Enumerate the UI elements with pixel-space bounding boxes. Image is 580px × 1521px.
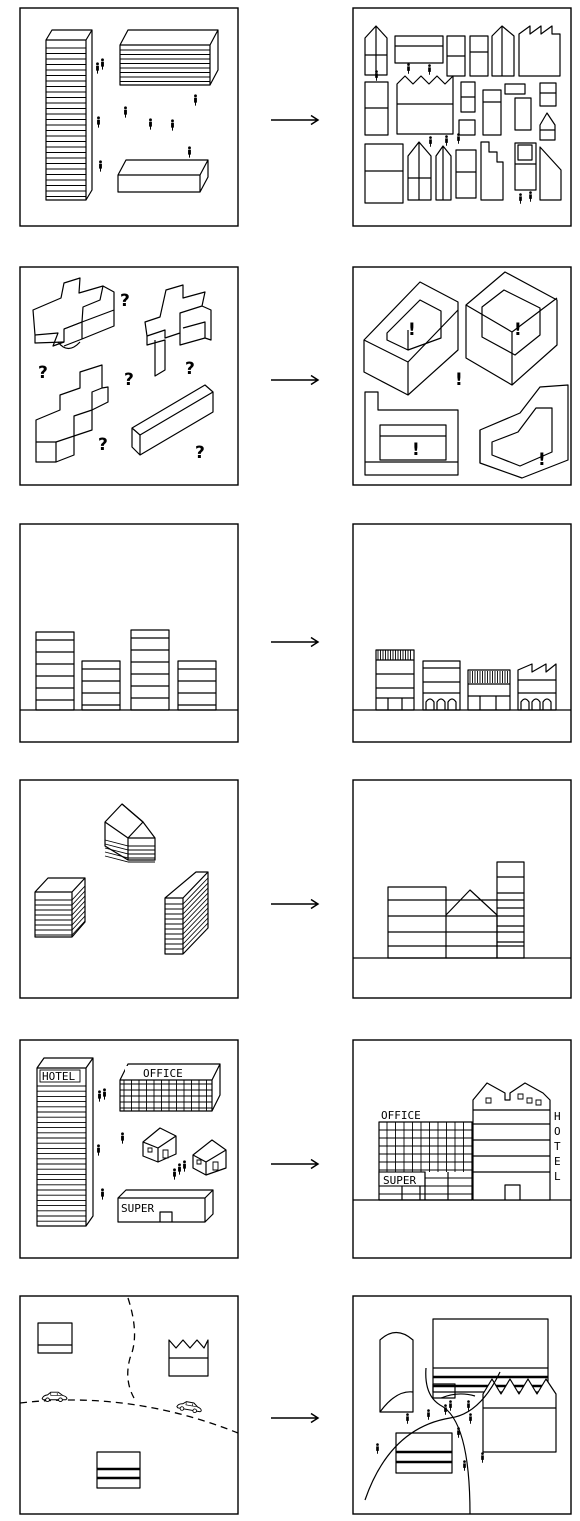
before-panel-program: HOTEL OFFICE SUPER (19, 1039, 239, 1259)
row-connection (19, 1295, 572, 1515)
floor-line (104, 843, 129, 851)
row-scale (19, 7, 572, 227)
question-mark: ? (98, 435, 108, 455)
question-mark: ? (185, 359, 195, 379)
before-panel-connection (19, 1295, 239, 1515)
row-ensemble (19, 779, 572, 999)
cube-floor-lines (35, 885, 86, 936)
floor-line (182, 877, 209, 905)
arrow-icon (270, 114, 319, 126)
floor-line (182, 917, 209, 945)
after-panel-program: OFFICE SUPER HOTEL (352, 1039, 572, 1259)
hotel-letter: T (554, 1140, 561, 1153)
office-label: OFFICE (143, 1067, 183, 1080)
after-panel-form: ! ! ! ! ! (352, 266, 572, 486)
facade-ribs (469, 671, 508, 683)
floor-line (71, 895, 86, 911)
floor-line (71, 905, 86, 921)
question-mark: ? (195, 443, 205, 463)
after-panel-scale (352, 7, 572, 227)
block (177, 660, 217, 711)
block (130, 629, 170, 711)
floor-line (182, 892, 209, 920)
floor-line (71, 890, 86, 906)
floor-line (71, 885, 86, 901)
before-panel-scale (19, 7, 239, 227)
floor-line (104, 851, 129, 859)
house-floor-lines (104, 839, 155, 863)
arrow-icon (270, 1158, 319, 1170)
hotel-letter: O (554, 1125, 561, 1138)
office-block-floor-lines (120, 49, 210, 82)
tall-slab-floor-lines (46, 47, 86, 197)
arrow-icon (270, 1412, 319, 1424)
ensemble-floor-lines (388, 899, 524, 947)
question-mark: ? (120, 291, 130, 311)
floor-line (71, 910, 86, 926)
floor-line (182, 922, 209, 950)
office-label: OFFICE (381, 1109, 421, 1122)
floor-line (182, 902, 209, 930)
repetitive-blocks (35, 629, 217, 711)
floor-line (104, 855, 129, 863)
block (81, 660, 121, 711)
hotel-label: HOTEL (42, 1070, 75, 1083)
before-panel-ensemble (19, 779, 239, 999)
row-street (19, 523, 572, 743)
question-mark: ? (124, 370, 134, 390)
floor-line (104, 847, 129, 855)
floor-line (71, 920, 86, 936)
exclamation-mark: ! (514, 320, 522, 340)
before-panel-form: ? ? ? ? ? ? (19, 266, 239, 486)
row-form: ? ? ? ? ? ? ! ! ! ! ! (19, 266, 572, 486)
floor-line (182, 887, 209, 915)
hotel-vertical-label: HOTEL (554, 1110, 561, 1183)
after-panel-connection (352, 1295, 572, 1515)
floor-line (182, 882, 209, 910)
floor-line (71, 900, 86, 916)
hotel-floor-lines (37, 1085, 86, 1222)
exclamation-mark: ! (412, 440, 420, 460)
after-panel-ensemble (352, 779, 572, 999)
after-panel-street (352, 523, 572, 743)
exclamation-mark: ! (538, 450, 546, 470)
office-facade-grid (120, 1080, 212, 1111)
question-mark: ? (38, 363, 48, 383)
hotel-floor-lines (473, 1123, 550, 1173)
floor-line (182, 912, 209, 940)
arrow-icon (270, 898, 319, 910)
exclamation-mark: ! (408, 320, 416, 340)
row-program: HOTEL OFFICE SUPER (19, 1039, 572, 1259)
arrow-icon (270, 636, 319, 648)
hotel-letter: E (554, 1155, 561, 1168)
floor-line (182, 907, 209, 935)
slab-floor-lines (165, 877, 209, 950)
floor-line (71, 915, 86, 931)
hotel-letter: L (554, 1170, 561, 1183)
exclamation-mark: ! (455, 370, 463, 390)
super-label: SUPER (121, 1202, 154, 1215)
facade-ribs (377, 650, 411, 660)
arrow-icon (270, 374, 319, 386)
before-panel-street (19, 523, 239, 743)
floor-line (104, 839, 129, 847)
hotel-letter: H (554, 1110, 561, 1123)
block (35, 631, 75, 711)
super-label: SUPER (383, 1174, 416, 1187)
floor-line (182, 897, 209, 925)
